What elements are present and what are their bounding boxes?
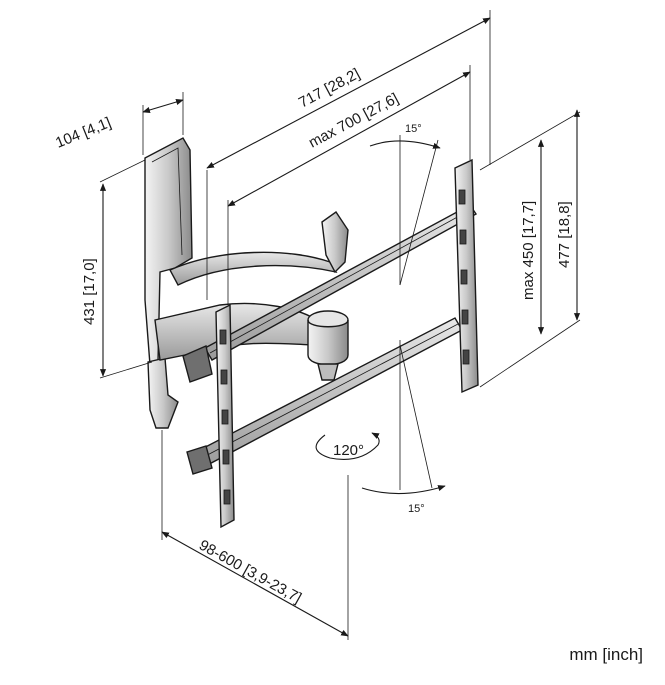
wall-bracket	[144, 137, 193, 366]
dim-overall-width: 717 [28,2]	[296, 65, 363, 111]
units-label: mm [inch]	[569, 645, 643, 664]
arm-joint-top	[321, 211, 349, 274]
angle-swivel: 120°	[333, 442, 364, 459]
pivot-cylinder	[307, 319, 349, 366]
dim-max-vesa-height: max 450 [17,7]	[520, 201, 537, 300]
wall-bracket-foot	[147, 357, 179, 429]
angle-tilt-top: 15°	[405, 123, 422, 135]
dim-wall-height: 431 [17,0]	[81, 258, 98, 325]
rail-end-cap-left	[186, 445, 213, 475]
dim-arm-depth: 104 [4,1]	[53, 114, 114, 152]
upper-arm	[169, 251, 338, 286]
dim-plate-height: 477 [18,8]	[556, 201, 573, 268]
dim-extension-range: 98-600 [3,9-23,7]	[196, 537, 304, 607]
angle-tilt-bottom: 15°	[408, 503, 425, 515]
pivot-bottom	[317, 363, 339, 381]
mount-drawing	[144, 137, 479, 529]
dimension-lines	[99, 10, 581, 640]
rail-end-cap-upper	[182, 345, 213, 383]
